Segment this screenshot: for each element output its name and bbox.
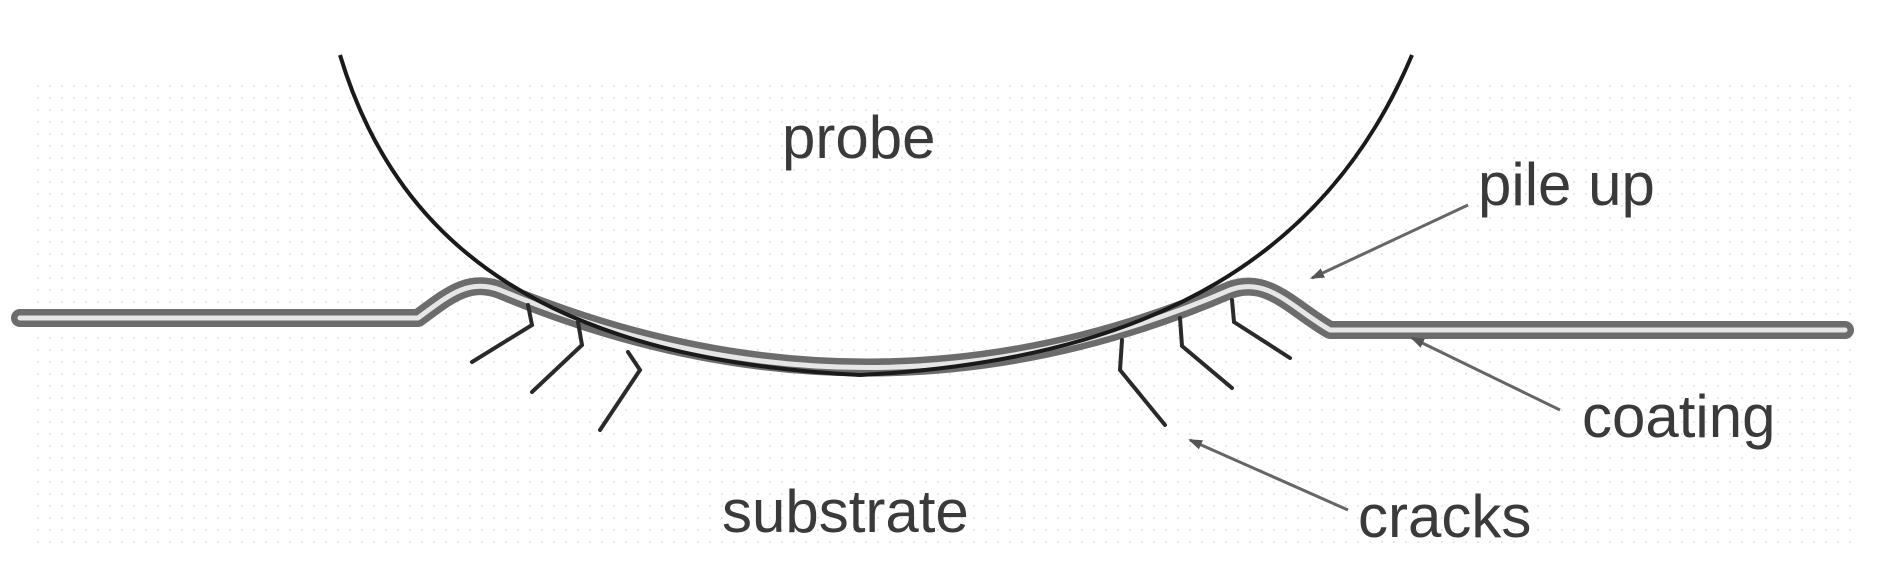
annotation-arrows [1188,203,1561,512]
crack-left-2 [530,320,585,394]
crack-left-1 [470,303,535,364]
coating-arrow [1410,336,1561,412]
crack-left-3 [598,350,643,432]
pile-up-arrow [1310,203,1469,280]
coating-band-inner [17,283,1848,370]
cracks-label: cracks [1358,483,1531,550]
pile-up-label: pile up [1478,151,1655,218]
crack-right-1 [1117,338,1167,427]
crack-right-3 [1230,298,1292,360]
cracks-arrow [1188,438,1349,512]
coating-layer [11,277,1854,377]
cracks [470,298,1292,432]
crack-right-2 [1178,316,1234,390]
probe-outline [338,54,1414,378]
coating-label: coating [1582,383,1775,450]
substrate-label: substrate [722,478,969,545]
probe-label: probe [782,104,935,171]
